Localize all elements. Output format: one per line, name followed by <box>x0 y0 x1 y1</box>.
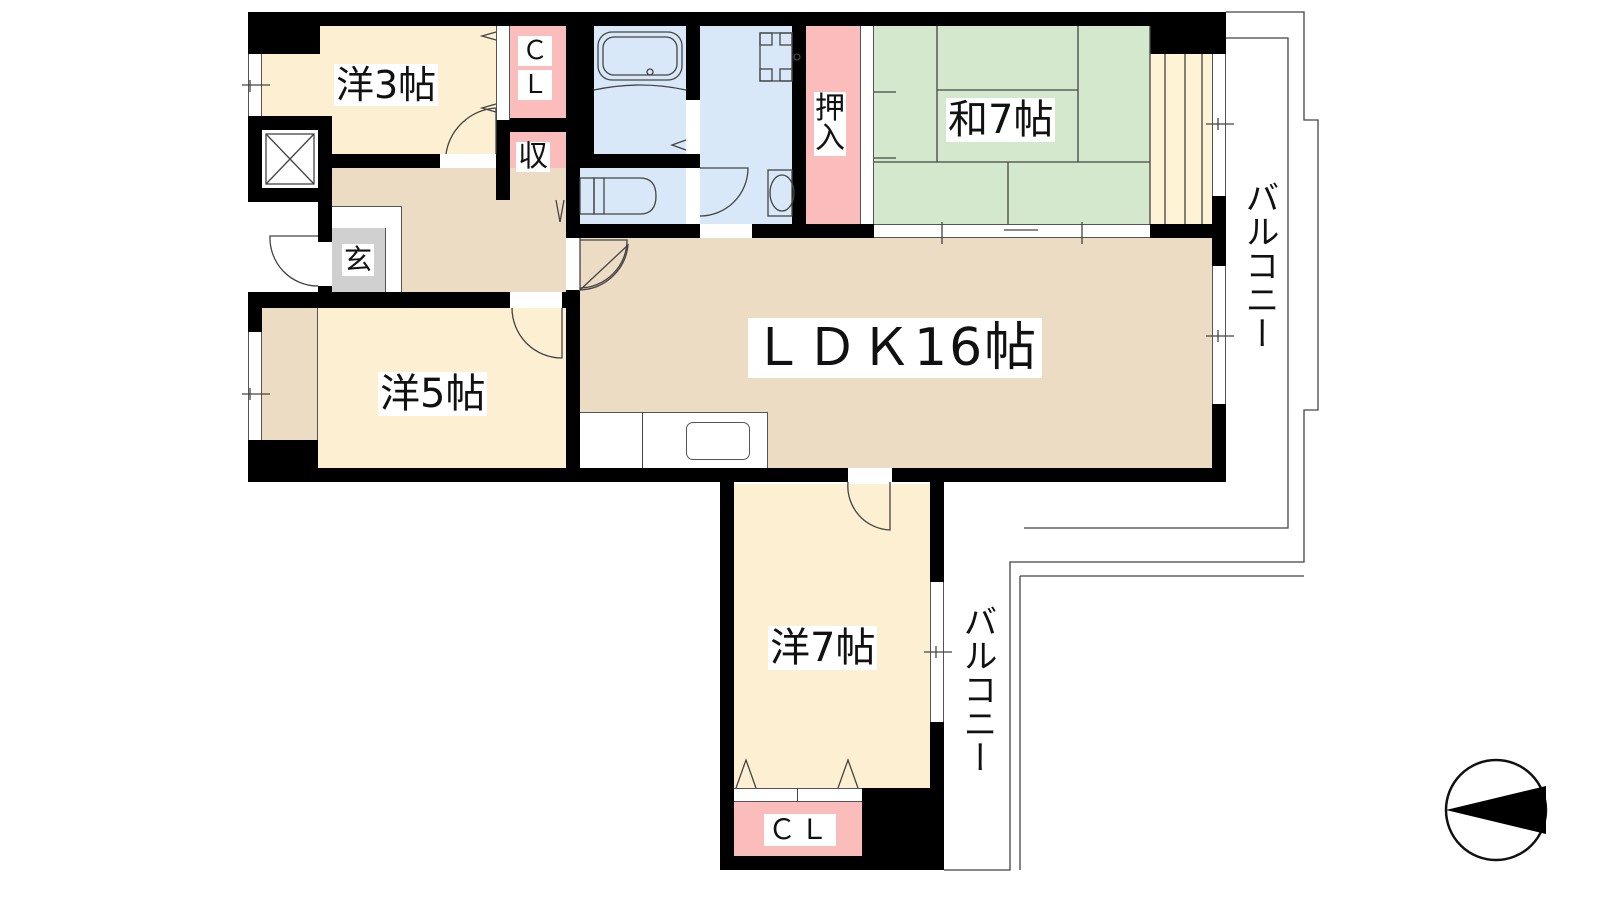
door-w3 <box>440 154 496 168</box>
room-label-storage: 収 <box>516 139 550 174</box>
wall-ps-left <box>248 116 262 202</box>
bathroom <box>594 26 686 154</box>
wall-bath-bottom <box>580 154 700 168</box>
door-w7 <box>848 468 892 482</box>
room-label-closet-top-2: Ｌ <box>518 70 553 100</box>
wall-hall-right <box>566 12 580 238</box>
wall-entrance-top <box>318 234 332 242</box>
room-label-closet-bottom: ＣＬ <box>764 814 837 846</box>
oshiire-door <box>860 26 874 224</box>
room-western-3-notch <box>262 26 320 54</box>
door-entrance <box>318 242 332 286</box>
wall-top-right-block <box>1150 12 1226 54</box>
wall-mid-horizontal-3 <box>1150 224 1226 238</box>
wall-bath-right <box>686 12 700 100</box>
wall-w5-top-right <box>562 292 580 308</box>
washroom <box>700 26 792 224</box>
wall-top <box>248 12 1226 26</box>
wall-w3-bottom <box>318 154 440 168</box>
room-label-western-7: 洋7帖 <box>768 625 878 671</box>
wall-w7-right-top <box>930 468 944 582</box>
wall-mid-horizontal <box>566 224 700 238</box>
wall-entrance-bottom <box>318 286 332 294</box>
room-western-5-alcove <box>262 308 318 440</box>
wall-w7-left <box>720 468 734 870</box>
room-label-oshiire-2: 入 <box>814 121 846 156</box>
window-ldk <box>1212 266 1226 404</box>
wall-mid-horizontal-2 <box>752 224 874 238</box>
room-label-closet-top-1: Ｃ <box>518 36 553 66</box>
room-label-japanese-7: 和7帖 <box>946 97 1056 143</box>
room-label-entrance: 玄 <box>342 243 375 276</box>
wall-ps-right <box>318 116 332 234</box>
wall-w3-right <box>496 120 510 200</box>
wall-w5-top <box>248 292 510 308</box>
door-wash <box>700 224 752 238</box>
kitchen-divider <box>642 412 643 468</box>
wall-ps <box>248 116 332 130</box>
balcony-label-upper: バルコニー <box>1239 180 1279 350</box>
toilet <box>580 168 686 224</box>
wall-w5-left-top <box>248 292 262 332</box>
closet-bottom-door <box>734 788 862 802</box>
wall-bottom-main <box>248 468 1226 482</box>
room-label-western-3: 洋3帖 <box>334 63 439 107</box>
wall-right-2 <box>1212 404 1226 482</box>
wall-left-top <box>248 12 262 54</box>
closet-door-split <box>797 788 798 802</box>
door-tatami <box>874 224 1150 238</box>
door-bath <box>686 100 700 154</box>
wall-right-1 <box>1212 196 1226 266</box>
wall-w7-bottom <box>720 856 944 870</box>
door-ldk <box>566 238 580 290</box>
room-label-oshiire-1: 押 <box>814 91 846 126</box>
wall-ldk-left <box>566 290 580 482</box>
wall-cl-split <box>496 118 566 132</box>
door-cl-top <box>496 26 510 120</box>
room-label-western-5: 洋5帖 <box>378 371 488 417</box>
room-label-ldk: ＬＤＫ16帖 <box>748 318 1043 378</box>
window-w5 <box>248 332 262 440</box>
wall-ps-bottom <box>248 188 332 202</box>
window-tatami <box>1212 54 1226 196</box>
door-toilet <box>686 168 700 224</box>
wall-toilet-right <box>686 154 700 168</box>
balcony-label-lower: バルコニー <box>957 604 997 774</box>
wall-bath-left <box>580 12 594 154</box>
wall-wash-right <box>792 12 806 238</box>
sink-icon <box>686 422 750 460</box>
door-w5 <box>510 292 562 308</box>
